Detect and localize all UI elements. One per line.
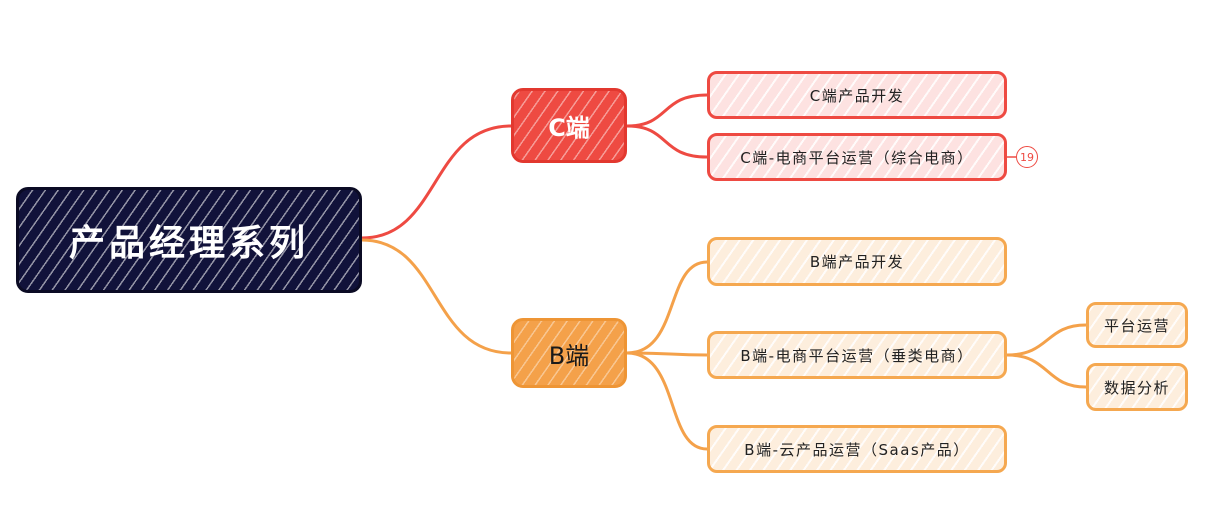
connector-b-ecom-ops [1005, 323, 1088, 357]
subtopic-platform-ops[interactable]: 平台运营 [1086, 302, 1188, 348]
topic-label: B端-电商平台运营（垂类电商） [740, 346, 974, 365]
topic-b-product-dev[interactable]: B端产品开发 [707, 237, 1007, 286]
topic-c-product-dev[interactable]: C端产品开发 [707, 71, 1007, 119]
connector-b-dev [625, 260, 709, 355]
connector-b-saas [625, 351, 709, 451]
branch-c-end-label: C端 [548, 114, 590, 142]
connector-c-dev [625, 93, 709, 128]
topic-b-ecommerce-ops[interactable]: B端-电商平台运营（垂类电商） [707, 331, 1007, 379]
connector-b-ecom-data [1005, 353, 1088, 389]
topic-b-saas-ops[interactable]: B端-云产品运营（Saas产品） [707, 425, 1007, 473]
connector-root-b [360, 238, 513, 355]
branch-b-end[interactable]: B端 [511, 318, 627, 388]
topic-label: B端-云产品运营（Saas产品） [744, 440, 970, 459]
branch-b-end-label: B端 [548, 341, 590, 370]
subtopic-label: 数据分析 [1103, 378, 1170, 397]
topic-label: C端-电商平台运营（综合电商） [740, 148, 974, 167]
subtopic-data-analysis[interactable]: 数据分析 [1086, 363, 1188, 411]
connector-c-ecom [625, 124, 709, 159]
connector-b-ecom [625, 351, 709, 357]
topic-label: C端产品开发 [809, 86, 905, 105]
branch-c-end[interactable]: C端 [511, 88, 627, 163]
topic-c-ecommerce-ops[interactable]: C端-电商平台运营（综合电商） [707, 133, 1007, 181]
root-topic-label: 产品经理系列 [68, 223, 309, 264]
topic-label: B端产品开发 [809, 253, 905, 271]
numbered-circle-badge-icon[interactable]: 19 [1016, 146, 1038, 168]
root-topic[interactable]: 产品经理系列 [16, 187, 362, 293]
subtopic-label: 平台运营 [1103, 316, 1170, 335]
connector-root-c [360, 124, 513, 240]
badge-count: 19 [1020, 150, 1034, 164]
